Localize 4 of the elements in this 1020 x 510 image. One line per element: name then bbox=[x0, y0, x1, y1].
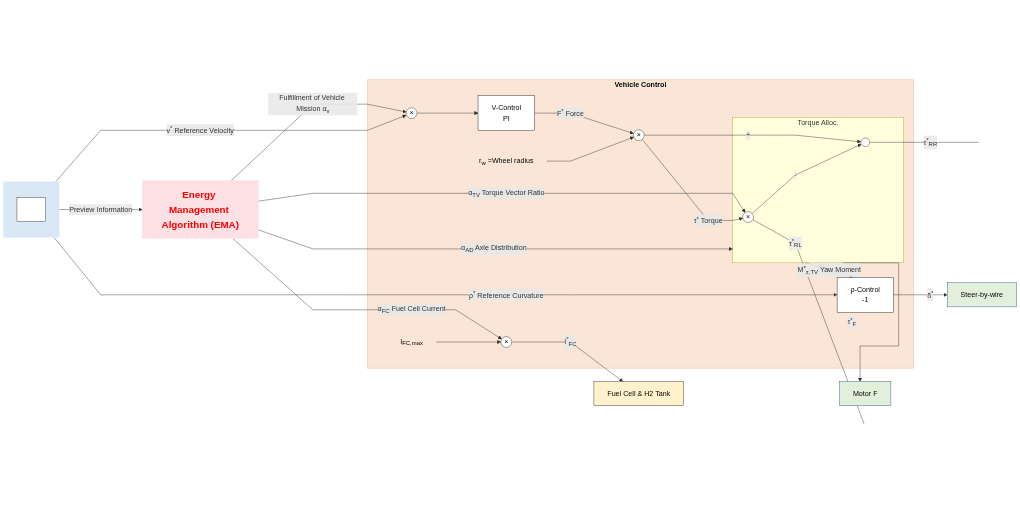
node-box bbox=[16, 197, 46, 222]
node-box: Energy Management Algorithm (EMA) bbox=[142, 180, 259, 239]
node-circle bbox=[860, 137, 870, 147]
cluster bbox=[3, 181, 60, 238]
